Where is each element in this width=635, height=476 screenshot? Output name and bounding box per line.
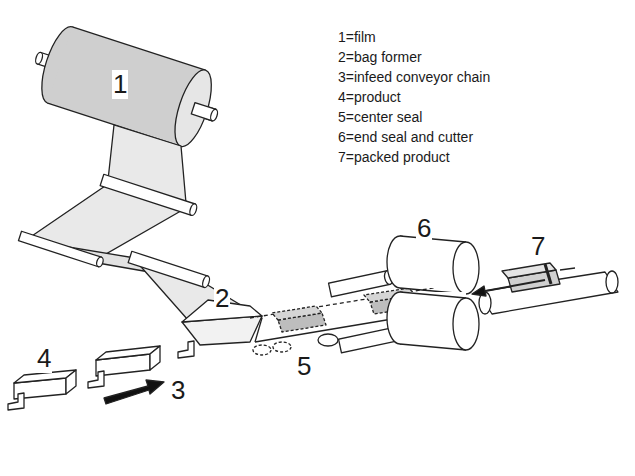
infeed-arrow bbox=[104, 380, 164, 404]
legend-line: 1=film bbox=[338, 30, 376, 45]
guide-roller bbox=[128, 251, 211, 288]
legend-line: 4=product bbox=[338, 90, 401, 105]
callout-number: 7 bbox=[530, 232, 546, 261]
end-seal-roller bbox=[387, 292, 479, 350]
legend-line: 2=bag former bbox=[338, 50, 422, 65]
callout-number: 2 bbox=[214, 284, 230, 313]
legend-line: 5=center seal bbox=[338, 110, 422, 125]
end-seal-roller bbox=[387, 236, 479, 294]
callout-number: 5 bbox=[296, 352, 312, 381]
callout-number: 6 bbox=[416, 214, 432, 243]
guide-roller bbox=[100, 174, 198, 216]
pusher-lug bbox=[178, 341, 194, 358]
center-seal-wheel bbox=[318, 334, 338, 346]
packed-product bbox=[502, 263, 575, 292]
callout-number: 1 bbox=[112, 70, 128, 99]
center-seal-wheel bbox=[273, 342, 291, 352]
callout-number: 4 bbox=[36, 344, 52, 373]
legend-line: 3=infeed conveyor chain bbox=[338, 70, 490, 85]
legend-line: 7=packed product bbox=[338, 150, 450, 165]
guide-roller bbox=[18, 231, 104, 267]
conveyor-roller bbox=[329, 270, 395, 297]
callout-number: 3 bbox=[170, 376, 186, 405]
center-seal-wheel bbox=[253, 345, 271, 355]
arrow-head bbox=[472, 286, 486, 296]
product bbox=[8, 370, 76, 410]
legend-line: 6=end seal and cutter bbox=[338, 130, 473, 145]
